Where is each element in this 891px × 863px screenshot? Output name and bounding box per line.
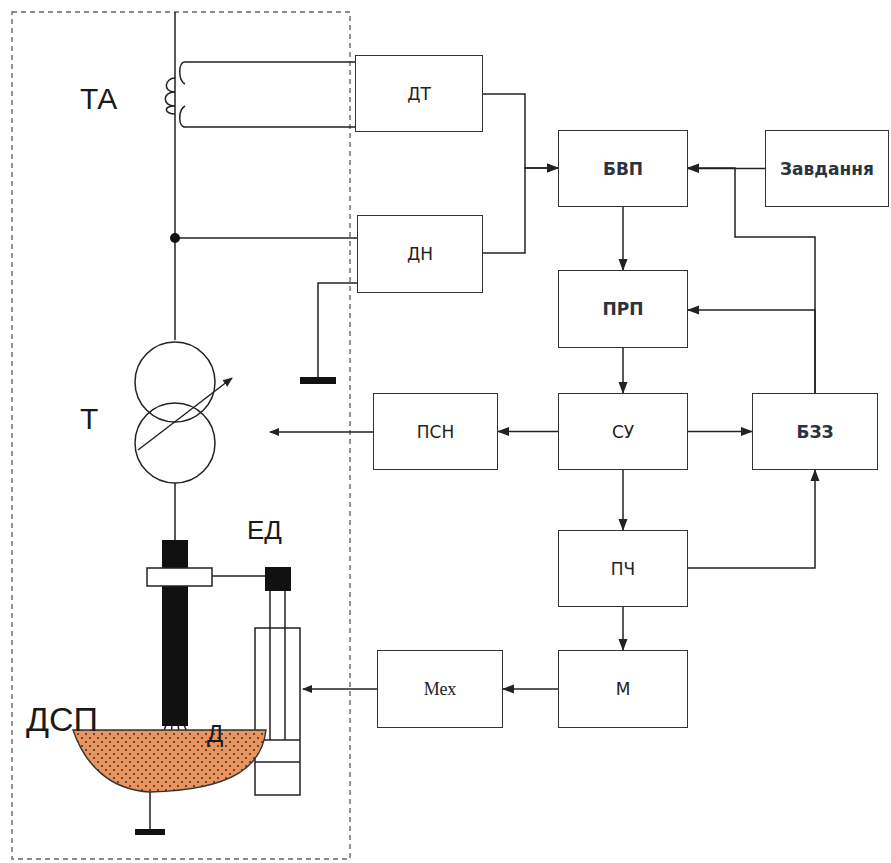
signal-arrow (503, 688, 558, 690)
ground-symbol (300, 377, 336, 384)
box-label: БЗЗ (796, 422, 833, 442)
component-label: ДСП (26, 702, 98, 736)
box-label: Завдання (780, 159, 874, 179)
box-label: БВП (603, 159, 643, 179)
signal-arrow (483, 168, 558, 253)
signal-arrow (622, 470, 624, 530)
hydraulic-cylinder (255, 628, 300, 795)
furnace-bath (73, 730, 266, 792)
signal-arrow (483, 94, 558, 168)
box-label: ДТ (407, 84, 431, 104)
signal-arrow (688, 310, 815, 393)
electrode-clamp (147, 568, 212, 586)
signal-arrow (688, 470, 815, 568)
box-label: М (616, 679, 631, 699)
ground-wire (318, 283, 357, 378)
component-label: ЕД (247, 517, 282, 543)
box-label: ДН (407, 244, 433, 264)
mechanism-box: Мех (377, 650, 503, 728)
process-box: БВП (558, 130, 688, 207)
dashed-region (12, 12, 350, 859)
box-label: ПЧ (611, 559, 635, 579)
junction-dot (170, 233, 180, 243)
signal-arrow (498, 431, 558, 433)
current-transformer-coil (165, 78, 175, 114)
signal-arrow (688, 431, 752, 433)
electrode-holder (265, 567, 291, 591)
component-label: Т (80, 404, 98, 434)
sensor-box: ДТ (355, 55, 483, 132)
component-label: Д (207, 722, 223, 746)
component-label: ТА (80, 84, 117, 114)
control-box: СУ (558, 393, 688, 470)
motor-box: М (558, 650, 688, 728)
transformer-winding (135, 342, 215, 422)
protection-box: БЗЗ (752, 393, 878, 470)
converter-box: ПЧ (558, 530, 688, 607)
box-label: ПРП (603, 299, 644, 319)
signal-arrow (622, 348, 624, 393)
ground-symbol (135, 829, 165, 835)
signal-arrow (622, 607, 624, 650)
box-label: ПСН (417, 422, 454, 442)
converter-box: ПСН (373, 393, 498, 470)
box-label: СУ (612, 422, 634, 442)
signal-arrow (622, 207, 624, 270)
sensor-box: ДН (357, 215, 483, 293)
process-box: ПРП (558, 270, 688, 348)
input-box: Завдання (765, 130, 889, 207)
box-label: Мех (424, 679, 457, 700)
